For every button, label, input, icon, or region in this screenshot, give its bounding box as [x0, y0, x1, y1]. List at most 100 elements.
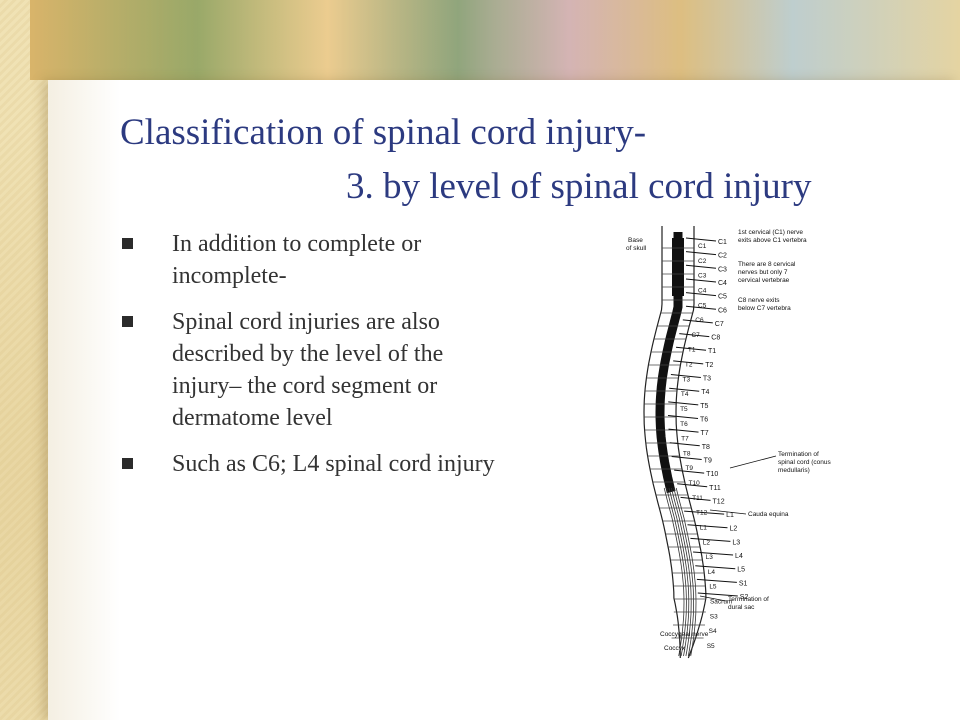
nerve-root: [693, 551, 734, 556]
spine-drawing: [643, 226, 777, 659]
vertebra-label: T2: [685, 362, 693, 369]
nerve-label: C6: [718, 307, 727, 314]
annotation-cauda-equina: Cauda equina: [748, 511, 789, 518]
vertebra-label: T11: [692, 495, 703, 502]
vertebra-label: C3: [698, 273, 707, 280]
nerve-root: [668, 401, 699, 406]
nerve-label: T9: [704, 457, 712, 464]
nerve-label: T10: [706, 471, 718, 478]
nerve-label: C4: [718, 280, 727, 287]
nerve-root: [680, 496, 711, 501]
bullet-item: In addition to complete or incomplete-: [122, 228, 512, 292]
vertebra-label: T4: [681, 391, 689, 398]
bullet-text: Such as C6; L4 spinal cord injury: [172, 451, 495, 477]
cauda-strand: [668, 487, 690, 657]
nerve-label: C3: [718, 266, 727, 273]
vertebra-label: L4: [708, 569, 716, 576]
nerve-root: [685, 237, 717, 242]
cauda-strand: [673, 487, 695, 657]
bullet-item: Spinal cord injuries are also described …: [122, 306, 512, 434]
cauda-strand: [663, 487, 685, 657]
annotation-coccyx: Coccyx: [664, 645, 686, 652]
nerve-root: [673, 360, 704, 365]
nerve-label: C5: [718, 294, 727, 301]
vertebra-label: C2: [698, 258, 707, 265]
nerve-label: T1: [708, 348, 716, 355]
nerve-root: [667, 415, 699, 419]
nerve-label: C7: [715, 321, 724, 328]
vertebra-label: T1: [688, 347, 696, 354]
nerve-label: T5: [700, 403, 708, 410]
nerve-label: T12: [713, 498, 725, 505]
nerve-root: [674, 469, 705, 474]
nerve-label: L5: [737, 567, 745, 574]
vertebra-label: Sacrum: [710, 599, 732, 606]
base-of-skull-label: Base: [628, 237, 643, 244]
bullet-item: Such as C6; L4 spinal cord injury: [122, 448, 512, 480]
nerve-root: [690, 537, 731, 542]
nerve-root: [668, 428, 699, 433]
nerve-label: T8: [702, 444, 710, 451]
vertebra-label: T6: [680, 421, 688, 428]
vertebra-label: T3: [683, 376, 691, 383]
nerve-label: C1: [718, 239, 727, 246]
nerve-root: [685, 292, 717, 297]
slide-title: Classification of spinal cord injury- 3.…: [120, 106, 920, 214]
vertebra-label: L5: [709, 584, 717, 591]
nerve-label: S2: [740, 594, 749, 601]
nerve-root: [685, 305, 717, 310]
vertebra-label: S4: [709, 628, 717, 635]
bullet-square-icon: [122, 316, 133, 327]
nerve-root: [685, 264, 717, 269]
annotation-conus-medullaris: Termination of: [778, 451, 819, 458]
bullet-square-icon: [122, 458, 133, 469]
nerve-label: S1: [739, 580, 748, 587]
vertebra-label: T10: [689, 480, 701, 487]
nerve-label: C8: [711, 335, 720, 342]
nerve-root: [669, 387, 700, 392]
column-left-edge: [643, 226, 681, 659]
title-line-1: Classification of spinal cord injury-: [120, 112, 647, 153]
annotation-c8-exit: C8 nerve exits: [738, 297, 780, 304]
nerve-root: [685, 278, 717, 283]
vertebra-label: C5: [698, 302, 707, 309]
annotation-dural-sac: dural sac: [728, 604, 755, 611]
nerve-label: T7: [701, 430, 709, 437]
nerve-label: L3: [732, 539, 740, 546]
vertebra-label: C7: [691, 332, 700, 339]
annotation-cervical-count: cervical vertebrae: [738, 277, 790, 284]
nerve-label: T11: [709, 485, 721, 492]
nerve-root: [671, 455, 702, 460]
bullet-text: In addition to complete or incomplete-: [172, 231, 422, 289]
annotation-conus-medullaris: medullaris): [778, 467, 810, 474]
cauda-strand: [666, 487, 687, 657]
nerve-root: [670, 374, 701, 379]
bullet-text: Spinal cord injuries are also described …: [172, 309, 444, 431]
nerve-root: [679, 333, 710, 338]
bullet-list: In addition to complete or incomplete- S…: [122, 228, 512, 494]
vertebra-label: L3: [706, 554, 714, 561]
annotation-pointer: [729, 455, 777, 469]
nerve-root: [682, 319, 713, 324]
vertebra-label: C6: [695, 317, 704, 324]
nerve-root: [677, 483, 708, 488]
nerve-root: [697, 592, 738, 597]
annotation-dural-sac: Termination of: [728, 596, 769, 603]
vertebra-label: S3: [710, 613, 718, 620]
cauda-strand: [671, 487, 692, 657]
annotation-c1-nerve: 1st cervical (C1) nerve: [738, 229, 803, 236]
nerve-root: [696, 578, 737, 583]
content-panel: [48, 80, 960, 720]
nerve-root: [687, 524, 728, 529]
annotation-cervical-count: There are 8 cervical: [738, 261, 796, 268]
spinal-cord-diagram: C1C2C3C4C5C6C7C8T1T2T3T4T5T6T7T8T9T10T11…: [626, 226, 831, 659]
vertebra-label: T8: [683, 450, 691, 457]
nerve-label: T2: [705, 362, 713, 369]
vertebra-label: T7: [681, 436, 689, 443]
bullet-square-icon: [122, 238, 133, 249]
base-of-skull-label: of skull: [626, 245, 647, 252]
annotation-pointer: [709, 509, 747, 515]
annotation-pointer: [699, 595, 727, 602]
nerve-label: T6: [700, 417, 708, 424]
nerve-root: [695, 565, 736, 570]
